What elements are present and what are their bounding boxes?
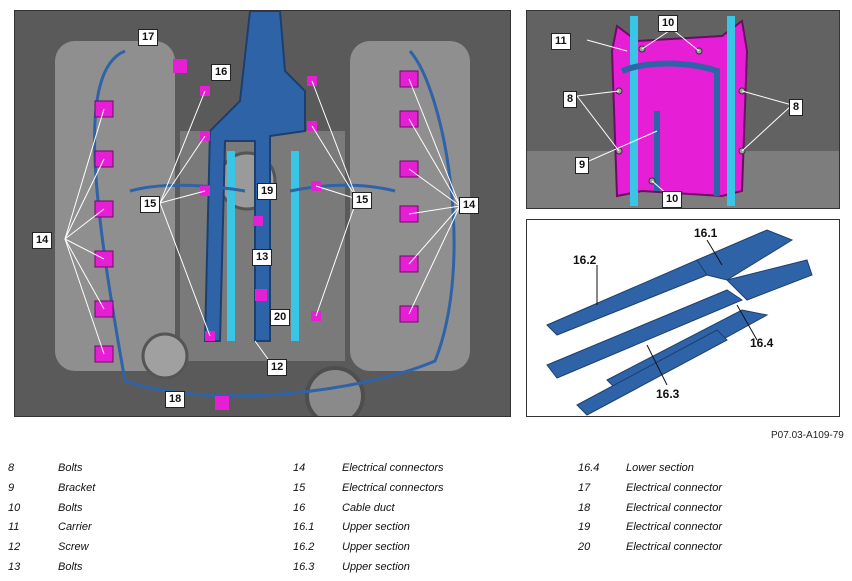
callout-11: 11 xyxy=(551,33,571,50)
legend-label: Upper section xyxy=(342,561,410,573)
callout-16-1: 16.1 xyxy=(694,226,718,240)
legend-label: Bolts xyxy=(58,561,83,573)
legend-number: 10 xyxy=(8,501,21,514)
legend-number: 14 xyxy=(293,462,306,474)
legend-number: 16.3 xyxy=(293,561,315,573)
legend-number: 12 xyxy=(8,541,21,554)
callout-16-2: 16.2 xyxy=(573,253,597,267)
legend-label: Screw xyxy=(58,541,89,554)
carrier-illustration xyxy=(527,11,839,208)
leader-lines xyxy=(64,78,461,367)
legend-number: 9 xyxy=(8,481,15,494)
callout-20: 20 xyxy=(270,309,291,326)
callout-16-4: 16.4 xyxy=(750,336,774,350)
callout-13: 13 xyxy=(252,249,273,266)
legend-number: 18 xyxy=(578,501,591,514)
legend-label: Bolts xyxy=(58,501,83,514)
legend-label: Electrical connector xyxy=(626,541,722,554)
legend-label: Carrier xyxy=(58,521,92,534)
bracket-9 xyxy=(620,60,720,196)
cable-duct-sections-panel: 16.1 16.2 16.4 16.3 xyxy=(526,219,840,417)
legend-label: Electrical connector xyxy=(626,501,722,514)
callout-19: 19 xyxy=(257,183,278,200)
duct-highlight-left xyxy=(227,151,235,341)
legend-label: Bolts xyxy=(58,462,83,474)
callout-15-right: 15 xyxy=(352,192,373,209)
legend-number: 15 xyxy=(293,481,306,494)
callout-10-bottom: 10 xyxy=(662,191,683,208)
legend-label: Electrical connector xyxy=(626,521,722,534)
legend-label: Upper section xyxy=(342,541,410,554)
callout-8-right: 8 xyxy=(789,99,804,116)
legend-number: 11 xyxy=(8,521,20,534)
left-cylinder-bank xyxy=(55,41,175,371)
legend-number: 13 xyxy=(8,561,21,573)
duct-highlight-right xyxy=(291,151,299,341)
legend-label: Electrical connectors xyxy=(342,481,444,494)
legend-number: 17 xyxy=(578,481,591,494)
legend-label: Cable duct xyxy=(342,501,395,514)
legend-number: 20 xyxy=(578,541,591,554)
legend-number: 16.1 xyxy=(293,521,315,534)
connector-20 xyxy=(255,289,267,301)
pulley xyxy=(305,366,365,416)
legend-number: 16.2 xyxy=(293,541,315,554)
callout-16-3: 16.3 xyxy=(656,387,680,401)
duct-section-16-1 xyxy=(696,229,794,281)
carrier-detail-panel: 10 11 8 8 9 10 xyxy=(526,10,840,209)
callout-18: 18 xyxy=(165,391,186,408)
duct-sections-illustration xyxy=(546,229,813,416)
legend-number: 19 xyxy=(578,521,591,534)
legend-label: Upper section xyxy=(342,521,410,534)
legend-number: 16.4 xyxy=(578,462,600,474)
callout-8-left: 8 xyxy=(563,91,578,108)
callout-15-left: 15 xyxy=(140,196,161,213)
connector-18 xyxy=(215,396,229,410)
callout-10-top: 10 xyxy=(658,15,679,32)
callout-16: 16 xyxy=(211,64,232,81)
callout-14-right: 14 xyxy=(459,197,480,214)
engine-overview-panel: 17 16 19 15 15 14 14 13 20 12 18 xyxy=(14,10,511,417)
legend-label: Electrical connector xyxy=(626,481,722,494)
oil-filler-cap xyxy=(141,332,189,380)
callout-12: 12 xyxy=(267,359,288,376)
figure-code: P07.03-A109-79 xyxy=(771,430,844,441)
legend-label: Electrical connectors xyxy=(342,462,444,474)
legend-number: 8 xyxy=(8,462,15,474)
legend-number: 16 xyxy=(293,501,306,514)
callout-9: 9 xyxy=(575,157,590,174)
duct-section-16-3 xyxy=(546,289,744,379)
callout-17: 17 xyxy=(138,29,159,46)
connector-17 xyxy=(173,59,187,73)
legend-label: Lower section xyxy=(626,462,694,474)
connector-19 xyxy=(253,216,263,226)
engine-illustration xyxy=(15,11,510,416)
callout-14-left: 14 xyxy=(32,232,53,249)
legend-label: Bracket xyxy=(58,481,96,494)
